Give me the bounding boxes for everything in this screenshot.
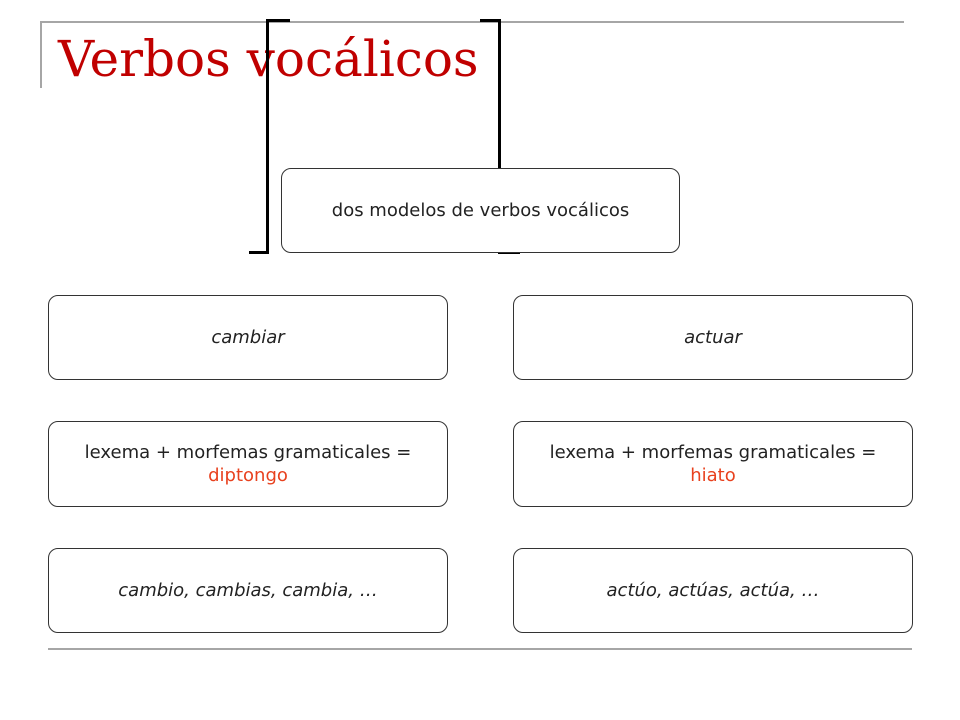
verb-node-actuar: actuar	[513, 295, 913, 380]
connector-bracket-right	[498, 19, 501, 254]
frame-bottom-line	[48, 648, 912, 650]
root-node-label: dos modelos de verbos vocálicos	[331, 199, 630, 221]
rule-node-hiato: lexema + morfemas gramaticales = hiato	[513, 421, 913, 507]
verb-label: cambiar	[211, 326, 285, 348]
verb-node-cambiar: cambiar	[48, 295, 448, 380]
frame-left-line	[40, 21, 42, 88]
root-node: dos modelos de verbos vocálicos	[281, 168, 680, 253]
examples-node-actuar: actúo, actúas, actúa, …	[513, 548, 913, 633]
frame-top-line	[40, 21, 904, 23]
connector-bracket-left	[249, 251, 269, 254]
rule-text: lexema + morfemas gramaticales =	[84, 441, 412, 463]
rule-text: lexema + morfemas gramaticales =	[549, 441, 877, 463]
verb-label: actuar	[684, 326, 742, 348]
connector-bracket-left	[266, 19, 269, 254]
rule-result: hiato	[690, 465, 736, 486]
examples-node-cambiar: cambio, cambias, cambia, …	[48, 548, 448, 633]
connector-bracket-right	[480, 19, 501, 22]
rule-node-diptongo: lexema + morfemas gramaticales = diptong…	[48, 421, 448, 507]
examples-label: actúo, actúas, actúa, …	[606, 579, 820, 601]
rule-result: diptongo	[208, 465, 288, 486]
connector-bracket-left	[266, 19, 290, 22]
examples-label: cambio, cambias, cambia, …	[118, 579, 378, 601]
